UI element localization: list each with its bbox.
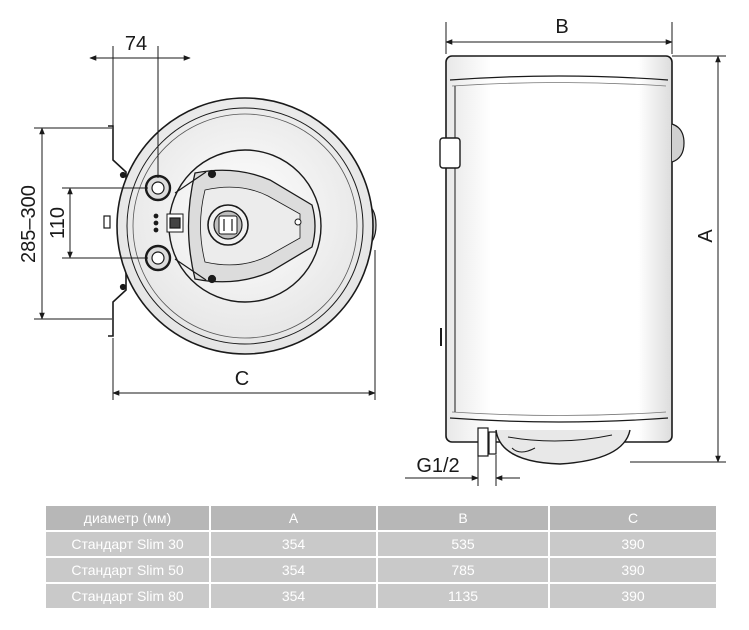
dim-c-label: C bbox=[235, 368, 249, 390]
dim-g12-label: G1/2 bbox=[416, 455, 459, 477]
table-cell: Стандарт Slim 50 bbox=[46, 558, 211, 584]
table-cell: 354 bbox=[211, 558, 378, 584]
front-view bbox=[103, 97, 377, 355]
front-dimensions bbox=[34, 46, 376, 400]
table-cell: 390 bbox=[550, 584, 716, 610]
table-cell: 535 bbox=[378, 532, 550, 558]
water-heater-drawing: 74 285–300 110 C B A G1/2 bbox=[18, 16, 726, 486]
dimensions-table: диаметр (мм) A B C Стандарт Slim 30 354 … bbox=[46, 506, 716, 610]
side-view bbox=[439, 55, 685, 465]
table-cell: 354 bbox=[211, 532, 378, 558]
bottom-cover bbox=[495, 429, 631, 465]
table-cell: 390 bbox=[550, 558, 716, 584]
table-header-row: диаметр (мм) A B C bbox=[46, 506, 716, 532]
side-dimensions bbox=[405, 22, 726, 486]
dim-74-label: 74 bbox=[125, 33, 147, 55]
table-cell: Стандарт Slim 80 bbox=[46, 584, 211, 610]
side-view-knob bbox=[671, 123, 685, 163]
side-bracket bbox=[439, 137, 461, 169]
table-row: Стандарт Slim 30 354 535 390 bbox=[46, 532, 716, 558]
table-cell: 354 bbox=[211, 584, 378, 610]
table-header-cell: B bbox=[378, 506, 550, 532]
dim-b-label: B bbox=[555, 16, 568, 38]
table-cell: Стандарт Slim 30 bbox=[46, 532, 211, 558]
table-row: Стандарт Slim 50 354 785 390 bbox=[46, 558, 716, 584]
table-header-cell: C bbox=[550, 506, 716, 532]
dim-285-300-label: 285–300 bbox=[18, 185, 40, 263]
table-cell: 1135 bbox=[378, 584, 550, 610]
table-row: Стандарт Slim 80 354 1135 390 bbox=[46, 584, 716, 610]
tank-body bbox=[445, 55, 673, 443]
dim-a-label: A bbox=[695, 229, 717, 243]
table-cell: 785 bbox=[378, 558, 550, 584]
dim-110-label: 110 bbox=[47, 207, 69, 239]
table-cell: 390 bbox=[550, 532, 716, 558]
table-header-cell: диаметр (мм) bbox=[46, 506, 211, 532]
table-header-cell: A bbox=[211, 506, 378, 532]
